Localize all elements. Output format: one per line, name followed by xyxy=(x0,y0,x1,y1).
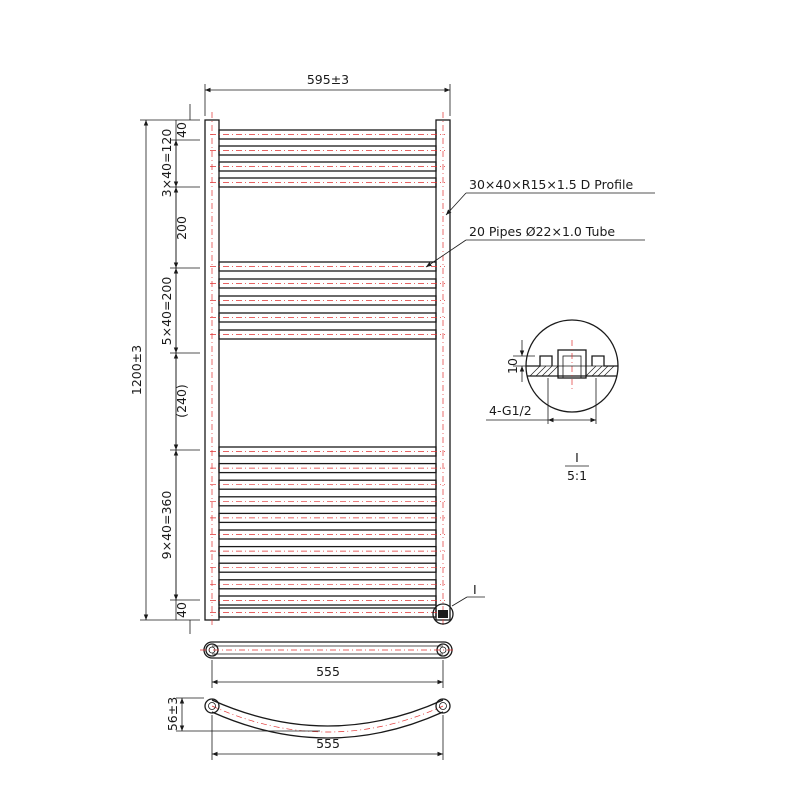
pipes-callout: 20 Pipes Ø22×1.0 Tube xyxy=(425,224,645,268)
bottom-end-label: 40 xyxy=(174,602,189,618)
pipes-callout-label: 20 Pipes Ø22×1.0 Tube xyxy=(469,224,615,239)
thread-label: 4-G1/2 xyxy=(489,403,532,418)
top-end-label: 40 xyxy=(174,122,189,138)
middle-group-label: 5×40=200 xyxy=(159,277,174,346)
detail-scale: I 5:1 xyxy=(565,450,589,483)
gap-upper-label: 200 xyxy=(174,216,189,240)
detail-marker-label: I xyxy=(473,582,477,597)
plan-width-label: 555 xyxy=(316,664,340,679)
curve-depth-label: 56±3 xyxy=(165,697,180,731)
front-elevation xyxy=(204,112,451,628)
segment-dimension-chain: 40 3×40=120 200 5×40=200 (240) 9×40=360 … xyxy=(159,104,200,634)
gap-lower-label: (240) xyxy=(174,384,189,418)
profile-callout: 30×40×R15×1.5 D Profile xyxy=(445,177,655,216)
top-group-label: 3×40=120 xyxy=(159,129,174,198)
detail-view: 10 4-G1/2 xyxy=(486,319,619,424)
overall-width-dimension: 595±3 xyxy=(204,72,451,116)
profile-callout-label: 30×40×R15×1.5 D Profile xyxy=(469,177,633,192)
bottom-group-label: 9×40=360 xyxy=(159,491,174,560)
detail-height-label: 10 xyxy=(505,358,520,374)
overall-height-label: 1200±3 xyxy=(129,345,144,395)
curved-width-label: 555 xyxy=(316,736,340,751)
detail-scale-value: 5:1 xyxy=(567,468,587,483)
overall-width-label: 595±3 xyxy=(307,72,349,87)
plan-view-curved: 56±3 555 xyxy=(165,697,451,760)
horizontal-tubes xyxy=(210,129,445,618)
detail-marker: I xyxy=(432,582,485,625)
detail-scale-name: I xyxy=(575,450,579,465)
plan-view-straight: 555 xyxy=(200,641,456,688)
